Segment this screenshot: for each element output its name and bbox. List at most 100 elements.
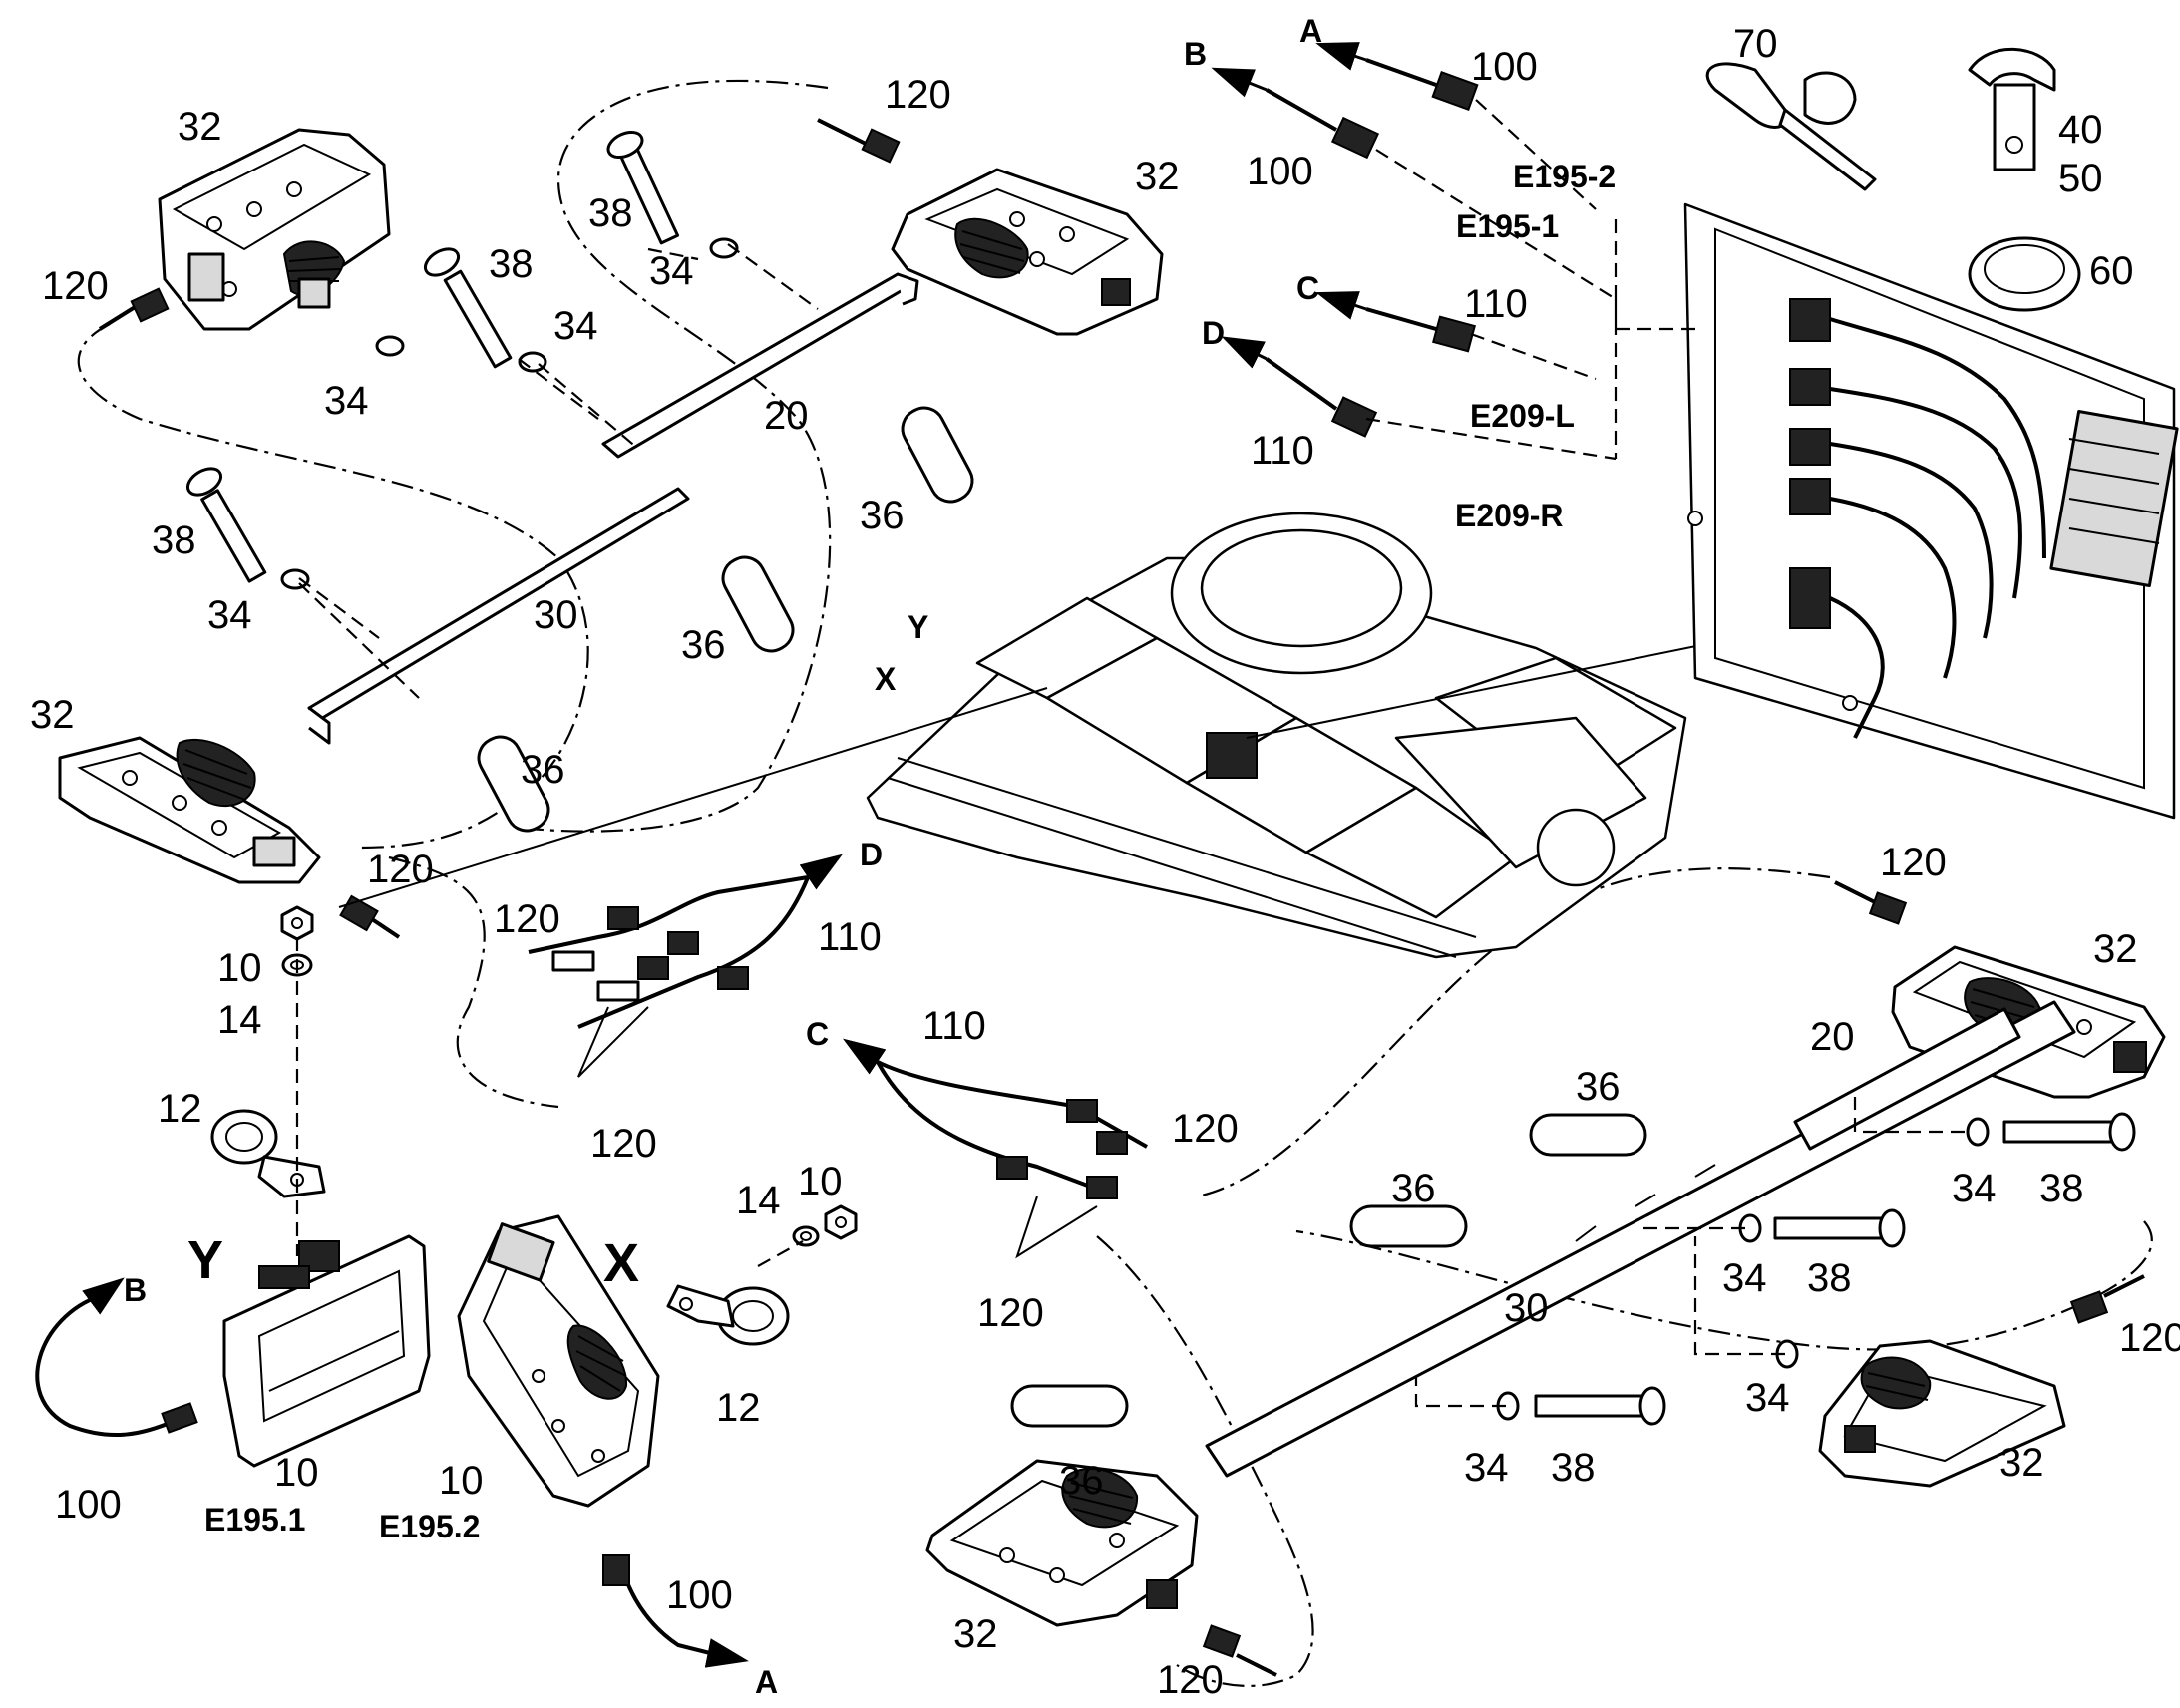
label-110: 110 bbox=[818, 915, 882, 959]
part-labels: 32 120 34 38 34 38 34 120 32 20 36 38 34… bbox=[30, 22, 2180, 1702]
actuator-bottom-center bbox=[925, 1459, 1199, 1627]
label-110: 110 bbox=[922, 1004, 986, 1048]
label-14: 14 bbox=[736, 1179, 781, 1222]
label-32: 32 bbox=[1135, 155, 1180, 198]
label-20: 20 bbox=[764, 394, 809, 438]
bolt-ul-1 bbox=[606, 130, 680, 245]
arrow-a-top: A bbox=[1299, 13, 1322, 49]
label-36: 36 bbox=[860, 494, 905, 537]
label-40: 40 bbox=[2058, 108, 2103, 152]
actuator-upper-left bbox=[158, 128, 391, 331]
actuator-lower-right bbox=[1818, 1339, 2066, 1488]
arrow-d-left: D bbox=[860, 837, 883, 872]
label-100: 100 bbox=[1247, 150, 1313, 193]
view-y-small: Y bbox=[908, 609, 928, 645]
arrow-b-top: B bbox=[1184, 36, 1207, 72]
control-panel-detail bbox=[1683, 202, 2179, 820]
label-120: 120 bbox=[494, 897, 560, 941]
bracket-rods bbox=[307, 272, 2076, 1478]
label-32: 32 bbox=[953, 1612, 998, 1656]
label-60: 60 bbox=[2089, 249, 2134, 293]
label-38: 38 bbox=[588, 191, 633, 235]
label-32: 32 bbox=[178, 105, 222, 149]
label-10: 10 bbox=[439, 1459, 484, 1503]
ref-arrows bbox=[82, 42, 1367, 1668]
label-38: 38 bbox=[2039, 1167, 2084, 1210]
label-32: 32 bbox=[1999, 1441, 2044, 1485]
clip-70 bbox=[1705, 62, 1877, 191]
arrow-c-center: C bbox=[806, 1016, 829, 1052]
bolt-ul-2 bbox=[423, 247, 513, 369]
dash-dot-boundaries bbox=[77, 79, 2153, 1687]
cable-110-top bbox=[1265, 307, 1476, 438]
connector-e195-1: E195-1 bbox=[1456, 208, 1559, 244]
clamp-upper bbox=[210, 1109, 326, 1198]
arrow-c-top: C bbox=[1296, 270, 1319, 306]
connector-bank bbox=[1789, 298, 1831, 629]
cable-100-a bbox=[602, 1554, 719, 1657]
label-34: 34 bbox=[1722, 1256, 1767, 1300]
label-120: 120 bbox=[977, 1291, 1044, 1335]
label-20: 20 bbox=[1810, 1015, 1855, 1059]
label-110: 110 bbox=[1464, 282, 1528, 326]
bolt-r-3 bbox=[1534, 1386, 1666, 1426]
label-32: 32 bbox=[30, 693, 75, 737]
label-120: 120 bbox=[1157, 1658, 1224, 1702]
label-34: 34 bbox=[649, 249, 694, 293]
cable-100-top bbox=[1266, 58, 1479, 160]
connector-e195-2-module: E195.2 bbox=[379, 1509, 480, 1544]
connector-e195-2: E195-2 bbox=[1513, 159, 1616, 194]
arrow-d-top: D bbox=[1202, 315, 1225, 351]
label-38: 38 bbox=[152, 518, 196, 562]
label-100: 100 bbox=[55, 1483, 122, 1527]
nut-washer-left bbox=[280, 905, 314, 977]
label-30: 30 bbox=[1504, 1286, 1549, 1330]
arrow-a-module: A bbox=[755, 1664, 778, 1700]
bolt-ul-3 bbox=[185, 467, 267, 583]
label-14: 14 bbox=[217, 998, 262, 1042]
label-12: 12 bbox=[716, 1386, 761, 1430]
view-x-label: X bbox=[603, 1233, 639, 1293]
module-y bbox=[222, 1234, 431, 1468]
label-30: 30 bbox=[534, 593, 578, 637]
connector-labels: E195-2 E195-1 E209-L E209-R E195.1 E195.… bbox=[204, 159, 1616, 1544]
label-36: 36 bbox=[521, 748, 565, 792]
label-120: 120 bbox=[590, 1122, 657, 1166]
label-120: 120 bbox=[2119, 1316, 2180, 1360]
label-12: 12 bbox=[158, 1087, 202, 1131]
connector-e209-r: E209-R bbox=[1455, 498, 1564, 533]
label-50: 50 bbox=[2058, 157, 2103, 200]
clamp-40-50 bbox=[1968, 47, 2056, 171]
label-100: 100 bbox=[666, 1573, 733, 1617]
label-120: 120 bbox=[885, 73, 951, 117]
cable-100-b bbox=[35, 1294, 198, 1437]
label-32: 32 bbox=[2093, 927, 2138, 971]
connector-e209-l: E209-L bbox=[1470, 398, 1575, 434]
arrow-labels: A B C D D C B A bbox=[124, 13, 1322, 1700]
label-34: 34 bbox=[1464, 1446, 1509, 1490]
label-10: 10 bbox=[217, 946, 262, 990]
actuator-left bbox=[58, 736, 321, 884]
arrow-b-module: B bbox=[124, 1272, 147, 1308]
label-120: 120 bbox=[42, 264, 109, 308]
view-y-label: Y bbox=[187, 1230, 223, 1290]
label-38: 38 bbox=[1551, 1446, 1596, 1490]
label-36: 36 bbox=[1391, 1167, 1436, 1210]
connector-e195-1-module: E195.1 bbox=[204, 1502, 305, 1537]
label-36: 36 bbox=[681, 623, 726, 667]
cable-110-center bbox=[876, 1060, 1148, 1199]
label-120: 120 bbox=[1172, 1107, 1239, 1151]
clamp-lower bbox=[666, 1284, 790, 1346]
label-34: 34 bbox=[1952, 1167, 1997, 1210]
label-34: 34 bbox=[553, 304, 598, 348]
cable-110-left bbox=[528, 875, 810, 1029]
nut-washer-right bbox=[792, 1204, 858, 1247]
small-connectors-120 bbox=[98, 118, 2145, 1677]
label-38: 38 bbox=[1807, 1256, 1852, 1300]
label-120: 120 bbox=[367, 848, 434, 891]
label-36: 36 bbox=[1576, 1065, 1621, 1109]
machine-frame bbox=[866, 512, 1736, 959]
label-100: 100 bbox=[1471, 45, 1538, 89]
label-34: 34 bbox=[1745, 1376, 1790, 1420]
